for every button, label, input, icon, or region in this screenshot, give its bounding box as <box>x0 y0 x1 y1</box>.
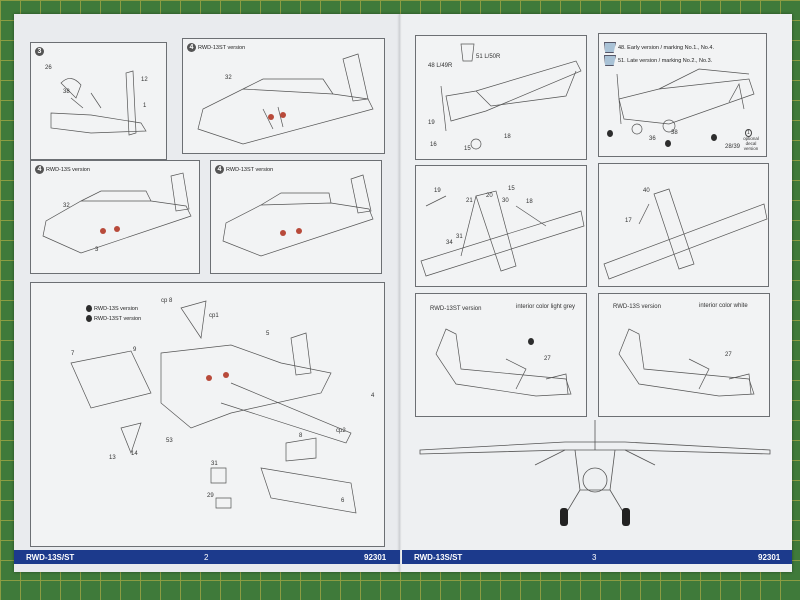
panel-r3: 19 21 20 15 30 18 31 34 <box>415 165 587 287</box>
part-label: 21 <box>466 198 473 204</box>
part-label: 28/39 <box>725 144 741 150</box>
marker-icon <box>607 130 613 137</box>
step-number: 4 <box>215 165 224 174</box>
early-canopy-icon <box>604 42 616 53</box>
panel-r1: 48 L/49R 51 L/50R 19 16 15 18 <box>415 35 587 160</box>
part-label: 29 <box>207 493 214 499</box>
fuselage-interior-drawing <box>222 174 374 257</box>
panel-r2: 48. Early version / marking No.1., No.4.… <box>598 33 767 157</box>
part-label: 30 <box>502 198 509 204</box>
exploded-assembly-drawing <box>70 300 357 514</box>
part-label: 13 <box>109 455 116 461</box>
part-label: 6 <box>341 498 345 504</box>
interior-color-note: interior color white <box>699 303 748 309</box>
panel-title: RWD-13S version <box>46 166 90 173</box>
version-marker-icon <box>86 305 92 312</box>
part-label: 17 <box>625 218 632 224</box>
wing-strut-drawing <box>603 188 768 280</box>
footer-page-number: 3 <box>592 553 597 562</box>
part-label: 16 <box>430 142 437 148</box>
fuselage-interior-drawing <box>197 53 374 145</box>
step-number: 3 <box>35 47 44 56</box>
part-label: 14 <box>131 451 138 457</box>
step-number: 4 <box>187 43 196 52</box>
part-label: 15 <box>508 186 515 192</box>
part-label: 32 <box>63 203 70 209</box>
note-text: optional decal version <box>743 136 759 151</box>
page-footer-left: RWD-13S/ST 2 92301 <box>14 550 400 564</box>
page-fold <box>399 14 402 572</box>
interior-color-note: interior color light grey <box>516 304 576 310</box>
panel-r6: RWD-13S version interior color white 27 <box>598 293 770 417</box>
part-label: 38 <box>63 89 70 95</box>
footer-model: RWD-13S/ST <box>414 553 463 562</box>
panel-step-3: 3 26 38 12 1 <box>30 42 167 160</box>
part-label: cp2 <box>336 428 346 434</box>
part-label: 18 <box>504 134 511 140</box>
part-label: 18 <box>526 199 533 205</box>
landing-gear-drawing <box>616 68 755 135</box>
legend-item: RWD-13S version <box>94 305 138 312</box>
part-label: 34 <box>446 240 453 246</box>
part-label: 31 <box>456 234 463 240</box>
panel-title: RWD-13ST version <box>226 166 274 173</box>
part-label: 27 <box>725 352 732 358</box>
part-label: 31 <box>211 461 218 467</box>
marker-icon <box>665 140 671 147</box>
option-text: 48. Early version / marking No.1., No.4. <box>618 44 714 51</box>
part-label: 20 <box>486 193 493 199</box>
fuselage-drawing <box>435 328 572 397</box>
footer-code: 92301 <box>758 553 781 562</box>
part-label: 19 <box>428 120 435 126</box>
part-label: cp1 <box>209 313 219 319</box>
front-view-aircraft-drawing <box>419 420 771 526</box>
part-label: 19 <box>434 188 441 194</box>
part-label: 1 <box>143 103 147 109</box>
part-label: 7 <box>71 351 75 357</box>
part-label: 4 <box>371 393 375 399</box>
part-label: 38 <box>671 130 678 136</box>
legend-item: RWD-13ST version <box>94 315 142 322</box>
marker-icon <box>711 134 717 141</box>
part-label: 32 <box>225 75 232 81</box>
fuselage-drawing <box>618 328 755 397</box>
version-marker-icon <box>86 315 92 322</box>
part-label: cp 8 <box>161 298 173 304</box>
late-canopy-icon <box>604 55 616 66</box>
page-footer-right: RWD-13S/ST 3 92301 <box>402 550 792 564</box>
marker-icon <box>528 338 534 345</box>
fuselage-interior-drawing <box>42 172 192 254</box>
part-label: 48 L/49R <box>428 63 453 69</box>
footer-code: 92301 <box>364 553 387 562</box>
panel-title: RWD-13S version <box>613 304 661 310</box>
note-number: 1 <box>745 129 752 137</box>
footer-page-number: 2 <box>204 553 209 562</box>
part-label: 15 <box>464 146 471 152</box>
part-label: 51 L/50R <box>476 54 501 60</box>
part-label: 26 <box>45 65 52 71</box>
tail-assembly-drawing <box>50 70 147 136</box>
option-text: 51. Late version / marking No.2., No.3. <box>618 57 713 64</box>
wing-struts-drawing <box>420 190 585 277</box>
part-label: 36 <box>649 136 656 142</box>
part-label: 8 <box>299 433 303 439</box>
part-label: 12 <box>141 77 148 83</box>
part-label: 3 <box>95 247 99 253</box>
panel-title: RWD-13ST version <box>198 44 246 51</box>
part-label: 9 <box>133 347 137 353</box>
footer-model: RWD-13S/ST <box>26 553 75 562</box>
panel-r4: 40 17 <box>598 163 769 287</box>
step-number: 4 <box>35 165 44 174</box>
part-label: 53 <box>166 438 173 444</box>
canopy-windows-drawing <box>440 43 582 150</box>
part-label: 40 <box>643 188 650 194</box>
panel-title: RWD-13ST version <box>430 306 482 312</box>
part-label: 5 <box>266 331 270 337</box>
panel-r5: RWD-13ST version interior color light gr… <box>415 293 587 417</box>
panel-main-assembly: RWD-13S version RWD-13ST version cp 8 cp… <box>30 282 385 547</box>
part-label: 27 <box>544 356 551 362</box>
